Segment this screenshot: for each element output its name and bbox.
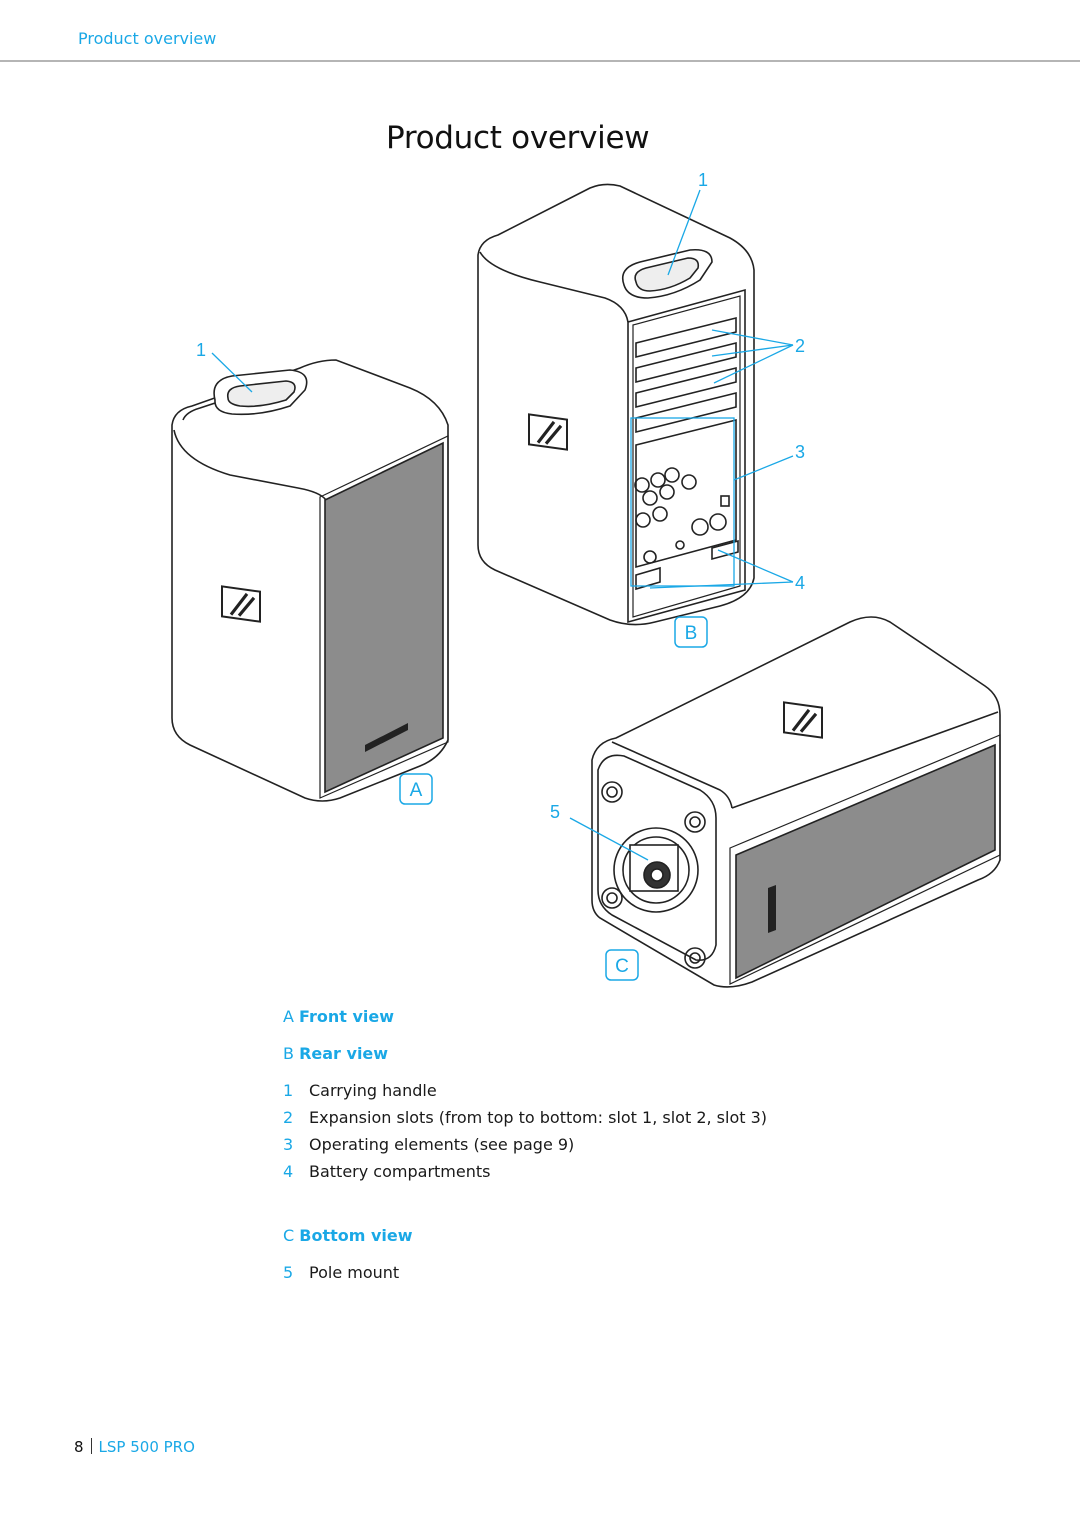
section-front-view: A Front view [283, 1007, 394, 1026]
product-illustration: 1 1 2 3 4 5 A B C [171, 170, 1001, 988]
section-rear-view: B Rear view [283, 1044, 388, 1063]
callout-4: 4 [795, 573, 805, 593]
section-letter: C [283, 1226, 295, 1245]
section-bottom-view: C Bottom view [283, 1226, 413, 1245]
bottom-view-item-list: 5 Pole mount [283, 1259, 399, 1286]
view-label-b: B [685, 623, 698, 644]
rear-view-speaker [477, 183, 755, 626]
item-number: 2 [283, 1108, 294, 1127]
product-name: LSP 500 PRO [98, 1438, 195, 1456]
view-label-box-b [674, 616, 708, 648]
item-text: Pole mount [309, 1263, 400, 1282]
running-header: Product overview [78, 29, 217, 48]
callout-2: 2 [795, 336, 805, 356]
section-name: Bottom view [299, 1226, 413, 1245]
section-letter: A [283, 1007, 294, 1026]
list-item: 4 Battery compartments [283, 1158, 767, 1185]
page-number: 8 [74, 1438, 84, 1456]
page-title: Product overview [386, 120, 650, 156]
section-name: Rear view [299, 1044, 389, 1063]
section-letter: B [283, 1044, 294, 1063]
view-label-a: A [410, 780, 423, 801]
view-label-box-a [399, 773, 433, 805]
front-view-speaker [171, 359, 449, 802]
list-item: 1 Carrying handle [283, 1077, 767, 1104]
item-text: Operating elements (see page 9) [309, 1135, 575, 1154]
list-item: 2 Expansion slots (from top to bottom: sl… [283, 1104, 767, 1131]
callout-3: 3 [795, 442, 805, 462]
view-label-box-c [605, 949, 639, 981]
rear-view-item-list: 1 Carrying handle 2 Expansion slots (from … [283, 1077, 767, 1185]
page-footer: 8 LSP 500 PRO [74, 1438, 195, 1456]
item-text: Carrying handle [309, 1081, 437, 1100]
callout-1-rear: 1 [698, 170, 708, 190]
bottom-view-speaker [591, 616, 1001, 988]
header-divider [0, 60, 1080, 62]
list-item: 5 Pole mount [283, 1259, 399, 1286]
list-item: 3 Operating elements (see page 9) [283, 1131, 767, 1158]
item-number: 5 [283, 1263, 294, 1282]
view-label-c: C [615, 956, 629, 977]
item-text: Battery compartments [309, 1162, 491, 1181]
callout-leaders [211, 189, 794, 861]
callout-1-front: 1 [196, 340, 206, 360]
callout-5: 5 [550, 802, 560, 822]
item-number: 3 [283, 1135, 294, 1154]
section-name: Front view [299, 1007, 394, 1026]
item-number: 1 [283, 1081, 294, 1100]
item-text: Expansion slots (from top to bottom: slo… [309, 1108, 768, 1127]
footer-divider [90, 1438, 92, 1454]
item-number: 4 [283, 1162, 294, 1181]
